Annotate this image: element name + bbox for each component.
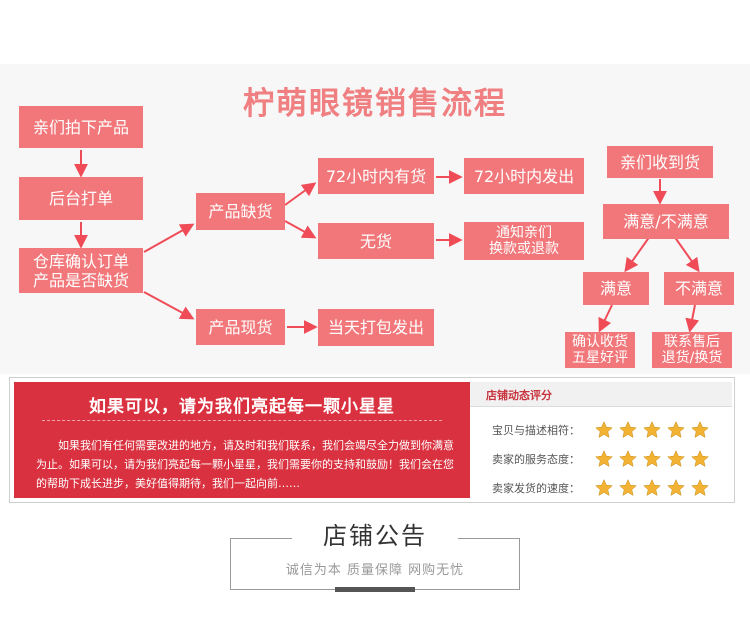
step-confirm: 确认收货 五星好评 (565, 332, 635, 368)
star-icon (595, 450, 613, 468)
rating-panel: 如果可以，请为我们亮起每一颗小星星 如果我们有任何需要改进的地方，请及时和我们联… (9, 377, 735, 503)
step-backend-label: 后台打单 (48, 189, 113, 208)
star-icon (691, 450, 709, 468)
step-out-of-stock-label: 产品缺货 (208, 202, 273, 221)
step-order-label: 亲们拍下产品 (32, 117, 129, 137)
star-icon (643, 421, 661, 439)
step-in-stock: 产品现货 (196, 309, 285, 345)
star-icon (691, 479, 709, 497)
step-notify-label: 通知亲们 换款或退款 (489, 225, 559, 257)
notice-frame-left (230, 538, 231, 590)
step-ship-today-label: 当天打包发出 (327, 318, 424, 337)
step-contact-line1: 联系售后 (664, 334, 720, 350)
arrow-unsatisfied-contact (685, 304, 700, 333)
star-rating (594, 478, 710, 498)
step-confirm-line1: 确认收货 (572, 334, 628, 350)
step-notify-line1: 通知亲们 (496, 225, 552, 241)
arrow-outofstock-nostock (284, 220, 317, 239)
step-unsatisfied: 不满意 (664, 272, 734, 305)
star-request-body: 如果我们有任何需要改进的地方，请及时和我们联系，我们会竭尽全力做到你满意为止。如… (36, 439, 454, 490)
score-row-label: 卖家发货的速度： (492, 482, 580, 495)
arrow-satisfied-confirm (598, 304, 613, 333)
arrow-warehouse-outofstock (143, 223, 195, 253)
step-warehouse-line1: 仓库确认订单 (32, 251, 129, 271)
score-row: 卖家发货的速度： (492, 478, 710, 498)
score-row-label: 卖家的服务态度： (492, 453, 580, 466)
step-contact-line2: 退货/换货 (661, 350, 723, 366)
shop-score-header: 店铺动态评分 (470, 382, 732, 407)
notice-frame-right (519, 538, 520, 590)
arrow-split-satisfied (624, 235, 651, 273)
step-ship-today: 当天打包发出 (318, 309, 434, 346)
notice-title: 店铺公告 (323, 522, 427, 550)
step-received: 亲们收到货 (607, 146, 713, 178)
shop-score-title: 店铺动态评分 (486, 389, 552, 402)
star-icon (643, 450, 661, 468)
step-ship-72h-label: 72小时内发出 (473, 166, 575, 186)
step-satisfied: 满意 (583, 272, 649, 305)
step-contact-label: 联系售后 退货/换货 (662, 334, 723, 366)
flow-title: 柠萌眼镜销售流程 (243, 86, 507, 122)
star-icon (667, 450, 685, 468)
star-request-divider (42, 420, 442, 422)
step-confirm-line2: 五星好评 (572, 350, 628, 366)
shop-score-block: 店铺动态评分 宝贝与描述相符： 卖家的服务态度： 卖家发货的速度： (470, 382, 732, 498)
star-icon (595, 421, 613, 439)
step-restock-72h-label: 72小时内有货 (325, 166, 427, 186)
notice-accent-bar (335, 587, 415, 592)
step-no-stock-label: 无货 (359, 231, 392, 251)
step-no-stock: 无货 (318, 223, 434, 259)
arrow-split-unsatisfied (673, 235, 700, 273)
notice-subtitle: 诚信为本 质量保障 网购无忧 (285, 563, 465, 578)
arrow-outofstock-72h (284, 182, 317, 206)
star-icon (619, 450, 637, 468)
star-icon (691, 421, 709, 439)
star-icon (595, 479, 613, 497)
step-satisfied-or-not-label: 满意/不满意 (623, 212, 709, 231)
arrow-warehouse-instock (143, 291, 195, 320)
star-request-headline: 如果可以，请为我们亮起每一颗小星星 (89, 397, 395, 417)
star-icon (619, 479, 637, 497)
star-rating (594, 449, 710, 469)
step-notify-line2: 换款或退款 (489, 241, 559, 257)
step-contact: 联系售后 退货/换货 (652, 332, 732, 368)
step-warehouse-label: 仓库确认订单 产品是否缺货 (33, 252, 129, 290)
step-confirm-label: 确认收货 五星好评 (572, 334, 628, 366)
score-row-label: 宝贝与描述相符： (492, 424, 580, 437)
step-warehouse: 仓库确认订单 产品是否缺货 (19, 248, 143, 293)
step-restock-72h: 72小时内有货 (318, 158, 434, 194)
step-order: 亲们拍下产品 (19, 106, 143, 148)
score-row: 宝贝与描述相符： (492, 420, 710, 440)
step-in-stock-label: 产品现货 (208, 317, 273, 337)
star-icon (667, 479, 685, 497)
step-satisfied-label: 满意 (599, 279, 632, 298)
step-warehouse-line2: 产品是否缺货 (32, 270, 129, 290)
star-rating (594, 420, 710, 440)
step-backend: 后台打单 (19, 177, 143, 220)
step-ship-72h: 72小时内发出 (464, 158, 584, 194)
step-unsatisfied-label: 不满意 (674, 279, 723, 298)
star-icon (619, 421, 637, 439)
step-out-of-stock: 产品缺货 (196, 193, 285, 230)
star-request-block: 如果可以，请为我们亮起每一颗小星星 如果我们有任何需要改进的地方，请及时和我们联… (14, 382, 470, 498)
step-notify: 通知亲们 换款或退款 (464, 222, 584, 260)
notice-frame-top-left (230, 538, 292, 539)
star-icon (667, 421, 685, 439)
step-satisfied-or-not: 满意/不满意 (603, 204, 729, 239)
step-received-label: 亲们收到货 (619, 152, 700, 172)
star-icon (643, 479, 661, 497)
score-row: 卖家的服务态度： (492, 449, 710, 469)
notice-frame-top-right (458, 538, 520, 539)
